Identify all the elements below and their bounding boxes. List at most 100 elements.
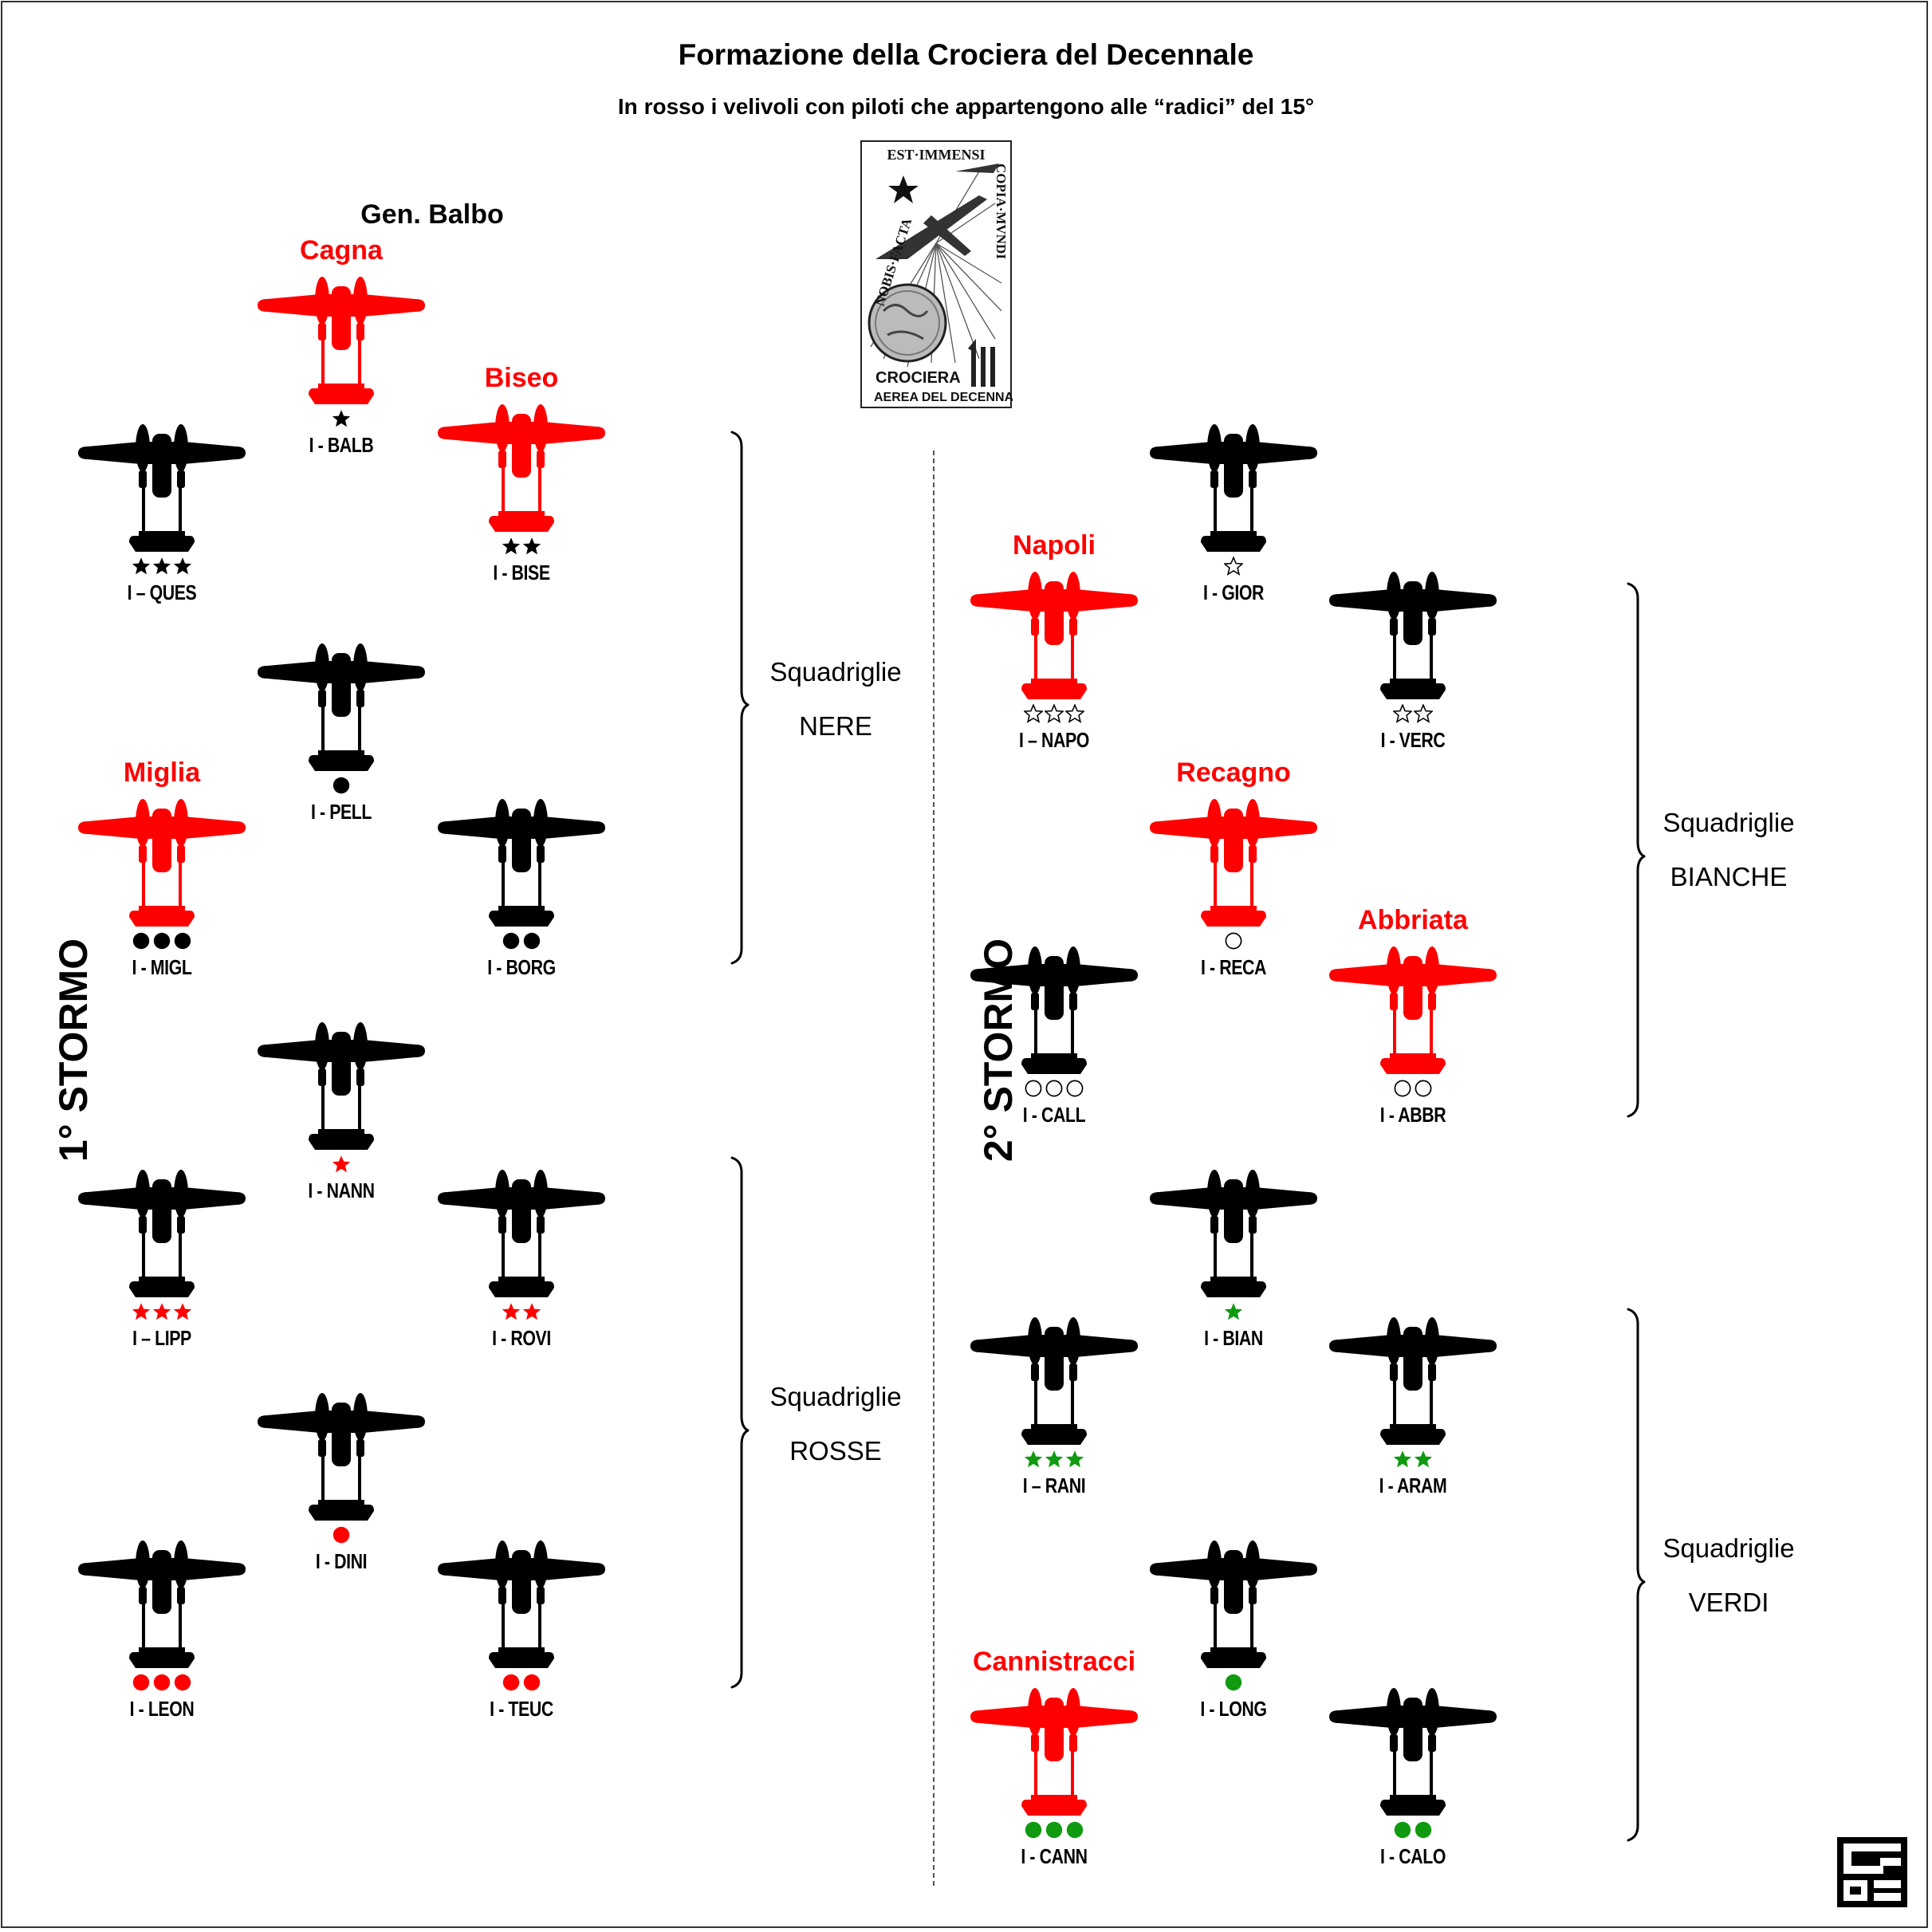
callsign-pell: I - PELL [310,800,372,824]
aircraft-gior [1148,423,1319,555]
squadron-marks-calo [1317,1820,1509,1844]
aircraft-reca [1148,797,1319,930]
squadron-marks-borg [426,931,617,955]
squadron-marks-napo [958,703,1150,728]
dot-icon [1024,1079,1043,1103]
pilot-name-balb: Cagna [300,235,383,266]
callsign-leon: I - LEON [129,1697,195,1721]
callsign-ques: I – QUES [127,580,197,604]
callsign-aram: I - ARAM [1379,1474,1447,1497]
squadron-marks-leon [66,1673,258,1697]
aircraft-long [1148,1539,1319,1671]
aircraft-balb [256,275,427,407]
squadron-marks-reca [1138,931,1329,955]
pilot-name-napo: Napoli [1013,530,1096,561]
dot-icon [1224,931,1243,955]
squadron-marks-rovi [426,1302,617,1326]
aircraft-nann [256,1021,427,1153]
dot-icon [1024,1820,1043,1844]
group-nere-line1: Squadriglie [769,657,902,687]
aircraft-cann [969,1686,1139,1819]
dot-icon [1065,1820,1084,1844]
callsign-reca: I - RECA [1201,955,1266,979]
pilot-name-abbr: Abbriata [1358,905,1468,935]
publisher-logo-icon [1836,1836,1909,1909]
aircraft-calo [1328,1686,1498,1819]
brace-rosse [730,1156,750,1689]
group-rosse-line2: ROSSE [789,1436,882,1466]
callsign-teuc: I - TEUC [490,1697,553,1721]
dot-icon [1393,1820,1412,1844]
brace-bianche [1627,582,1646,1118]
dot-icon [332,776,351,800]
dot-icon [522,1673,541,1697]
brace-verdi [1627,1308,1646,1842]
emblem-right-text: COPIA·MVNDI [994,163,1009,259]
callsign-rani: I – RANI [1022,1474,1086,1497]
callsign-abbr: I - ABBR [1379,1103,1446,1127]
star-icon [522,1302,541,1326]
callsign-lipp: I – LIPP [132,1326,191,1350]
stormo-divider [933,451,935,1886]
brace-nere [730,431,750,965]
aircraft-rani [969,1316,1139,1448]
squadron-marks-teuc [426,1673,617,1697]
star-icon [1222,556,1245,580]
dot-icon [152,1673,171,1697]
squadron-marks-call [958,1079,1150,1103]
aircraft-rovi [436,1168,607,1300]
pilot-name-bise: Biseo [484,363,559,393]
group-nere-line2: NERE [799,711,872,741]
page-title: Formazione della Crociera del Decennale [678,38,1254,71]
squadron-marks-nann [246,1155,437,1178]
star-icon [152,557,171,580]
squadron-marks-long [1138,1673,1329,1697]
pilot-name-reca: Recagno [1176,757,1291,788]
squadron-marks-dini [246,1525,437,1549]
aircraft-ques [77,423,247,555]
star-icon [173,1302,192,1326]
star-icon [1045,1450,1064,1474]
aircraft-abbr [1328,945,1498,1077]
emblem-bottom-text-1: CROCIERA [875,369,961,387]
star-icon [152,1302,171,1326]
aircraft-dini [256,1391,427,1524]
callsign-napo: I – NAPO [1019,728,1089,752]
dot-icon [132,1673,151,1697]
dot-icon [502,931,521,955]
callsign-bise: I - BISE [493,561,550,584]
aircraft-leon [77,1539,247,1671]
star-icon [132,1302,151,1326]
callsign-call: I - CALL [1022,1103,1086,1127]
commander-label: Gen. Balbo [360,199,504,230]
star-icon [1412,703,1434,728]
star-icon [1065,1450,1084,1474]
callsign-migl: I - MIGL [132,955,192,979]
callsign-calo: I - CALO [1380,1844,1446,1868]
star-icon [332,1155,351,1178]
squadron-marks-rani [958,1450,1150,1474]
star-icon [132,557,151,580]
callsign-long: I - LONG [1200,1697,1267,1721]
aircraft-borg [436,797,607,930]
squadron-marks-cann [958,1820,1150,1844]
aircraft-migl [77,797,247,930]
star-icon [1393,1450,1412,1474]
star-icon [1024,1450,1043,1474]
dot-icon [502,1673,521,1697]
callsign-nann: I - NANN [308,1178,375,1202]
aircraft-napo [969,570,1139,702]
squadron-marks-verc [1317,703,1509,728]
squadron-marks-ques [66,557,258,580]
dot-icon [1414,1820,1433,1844]
group-rosse-line1: Squadriglie [769,1382,902,1411]
squadron-marks-gior [1138,556,1329,580]
dot-icon [1393,1079,1412,1103]
dot-icon [1065,1079,1084,1103]
aircraft-bise [436,403,607,535]
dot-icon [173,931,192,955]
callsign-rovi: I - ROVI [492,1326,551,1350]
star-icon [502,1302,521,1326]
